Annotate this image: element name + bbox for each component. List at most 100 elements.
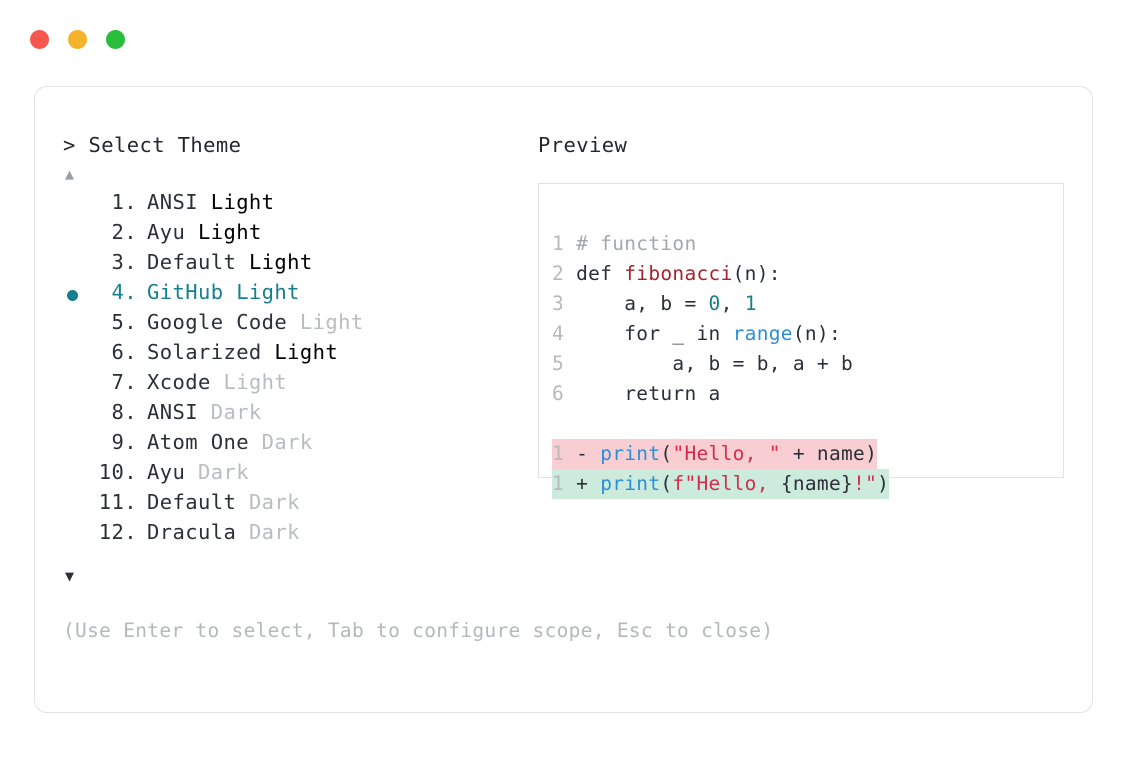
line-number: 1	[552, 232, 577, 255]
line-number: 2	[552, 262, 577, 285]
theme-list-item[interactable]: 10.Ayu Dark	[63, 460, 533, 490]
theme-item-name: Xcode	[147, 370, 211, 394]
selected-bullet-icon	[67, 289, 78, 301]
code-line: 2 def fibonacci(n):	[552, 259, 1063, 289]
theme-item-index: 10.	[98, 460, 137, 484]
code-token: + name	[780, 442, 866, 465]
theme-item-name: Dracula	[147, 520, 237, 544]
theme-item-name: Atom One	[147, 430, 249, 454]
theme-item-name: GitHub	[147, 280, 224, 304]
line-number: 6	[552, 382, 577, 405]
code-line: 5 a, b = b, a + b	[552, 349, 1063, 379]
theme-item-variant: Light	[287, 310, 364, 334]
code-line: 6 return a	[552, 379, 1063, 409]
selection-bullet-slot	[63, 250, 91, 280]
theme-list-item[interactable]: 1.ANSI Light	[63, 190, 533, 220]
code-line: 1 # function	[552, 229, 1063, 259]
code-token: return a	[576, 382, 721, 405]
selection-bullet-slot	[63, 460, 91, 490]
theme-item-index: 8.	[111, 400, 137, 424]
code-token: )	[877, 472, 890, 495]
line-number: 1	[552, 442, 577, 465]
maximize-dot[interactable]	[106, 30, 125, 49]
scroll-up-icon[interactable]: ▲	[65, 165, 75, 183]
line-number: 1	[552, 472, 577, 495]
theme-list-item[interactable]: 12. Dracula Dark	[63, 520, 533, 550]
code-token: fibonacci	[624, 262, 733, 285]
theme-item-variant: Light	[261, 340, 339, 364]
code-token: # function	[576, 232, 697, 255]
preview-label: Preview	[538, 133, 628, 157]
theme-item-index: 3.	[111, 250, 137, 274]
code-token: (	[660, 472, 673, 495]
theme-list-item[interactable]: 8.ANSI Dark	[63, 400, 533, 430]
diff-line-row: 1 + print(f"Hello, {name}!")	[552, 469, 1063, 499]
code-token: a, b = b, a + b	[576, 352, 854, 375]
code-blank-line	[552, 409, 1063, 439]
code-token: print	[600, 472, 661, 495]
code-line: 3 a, b = 0, 1	[552, 289, 1063, 319]
selection-bullet-slot	[63, 280, 91, 310]
theme-item-index: 6.	[111, 340, 137, 364]
theme-item-name: Default	[147, 250, 237, 274]
selection-bullet-slot	[63, 310, 91, 340]
theme-item-index: 5.	[111, 310, 137, 334]
diff-sign: +	[576, 472, 601, 495]
selection-bullet-slot	[63, 520, 91, 550]
page-title: > Select Theme	[63, 133, 242, 157]
theme-list-item[interactable]: 6.Solarized Light	[63, 340, 533, 370]
theme-list-item[interactable]: 4.GitHub Light	[63, 280, 533, 310]
line-number: 4	[552, 322, 577, 345]
theme-item-variant: Light	[223, 280, 300, 304]
code-token: def	[576, 262, 625, 285]
code-token: ,	[720, 292, 745, 315]
diff-added-line: 1 + print(f"Hello, {name}!")	[552, 469, 890, 499]
theme-item-name: Google Code	[147, 310, 288, 334]
diff-removed-line: 1 - print("Hello, " + name)	[552, 439, 878, 469]
theme-list-item[interactable]: 2.Ayu Light	[63, 220, 533, 250]
code-token: !	[853, 472, 866, 495]
theme-item-variant: Dark	[236, 520, 300, 544]
theme-item-name: ANSI	[147, 400, 198, 424]
diff-sign: -	[576, 442, 601, 465]
code-token: (	[660, 442, 673, 465]
theme-list-item[interactable]: 11.Default Dark	[63, 490, 533, 520]
theme-item-variant: Light	[197, 190, 275, 214]
selection-bullet-slot	[63, 400, 91, 430]
selection-bullet-slot	[63, 220, 91, 250]
selection-bullet-slot	[63, 190, 91, 220]
minimize-dot[interactable]	[68, 30, 87, 49]
code-token: 0	[708, 292, 721, 315]
code-token: {name}	[780, 472, 854, 495]
theme-list-item[interactable]: 3.Default Light	[63, 250, 533, 280]
theme-list-item[interactable]: 5. Google Code Light	[63, 310, 533, 340]
theme-item-index: 12.	[98, 520, 137, 544]
close-dot[interactable]	[30, 30, 49, 49]
code-token: for _ in	[576, 322, 733, 345]
selection-bullet-slot	[63, 490, 91, 520]
theme-item-index: 1.	[111, 190, 137, 214]
code-token: "Hello, "	[672, 442, 781, 465]
keyboard-hint: (Use Enter to select, Tab to configure s…	[63, 619, 774, 642]
code-token: "	[865, 472, 878, 495]
theme-item-variant: Dark	[185, 460, 249, 484]
code-token: print	[600, 442, 661, 465]
selection-bullet-slot	[63, 370, 91, 400]
window-traffic-lights	[30, 30, 125, 49]
theme-list-item[interactable]: 7. Xcode Light	[63, 370, 533, 400]
code-token: a, b =	[576, 292, 709, 315]
theme-item-name: Default	[147, 490, 237, 514]
theme-list-item[interactable]: 9.Atom One Dark	[63, 430, 533, 460]
selection-bullet-slot	[63, 430, 91, 460]
theme-item-variant: Dark	[248, 430, 313, 454]
theme-item-index: 7.	[111, 370, 137, 394]
code-line: 4 for _ in range(n):	[552, 319, 1063, 349]
scroll-down-icon[interactable]: ▼	[65, 567, 75, 585]
line-number: 5	[552, 352, 577, 375]
theme-item-variant: Light	[210, 370, 288, 394]
theme-item-name: Ayu	[147, 220, 186, 244]
